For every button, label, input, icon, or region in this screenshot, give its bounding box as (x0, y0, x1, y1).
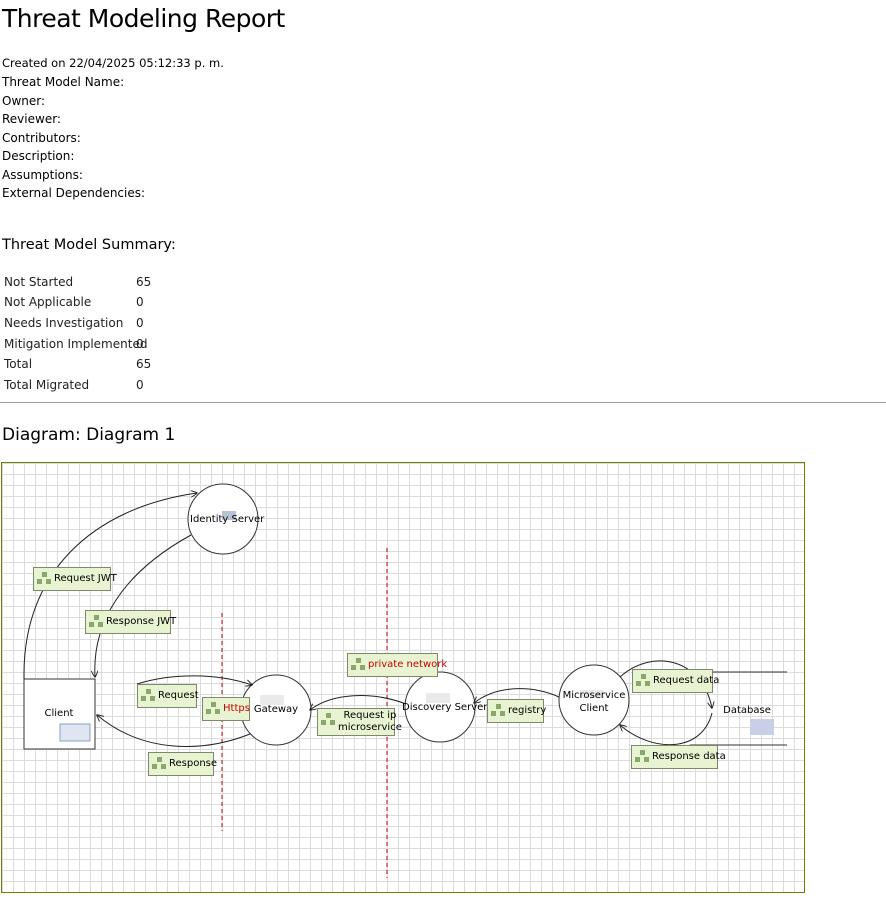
summary-label: Total Migrated (4, 378, 90, 392)
summary-value: 0 (136, 316, 144, 330)
summary-label: Not Applicable (4, 295, 92, 309)
database-label: Database (723, 705, 771, 716)
flow-label-line: microservice (338, 722, 402, 733)
summary-label: Not Started (4, 275, 74, 289)
summary-value: 65 (136, 357, 152, 371)
summary-value: 0 (136, 337, 144, 351)
meta-external-dependencies: External Dependencies: (2, 186, 146, 200)
meta-description: Description: (2, 149, 75, 163)
diagram-canvas[interactable]: Identity Server Client Gateway Discovery… (1, 462, 805, 893)
flow-label-response-jwt[interactable]: Response JWT (85, 610, 176, 634)
summary-value: 0 (136, 378, 144, 392)
meta-owner: Owner: (2, 94, 46, 108)
created-date: Created on 22/04/2025 05:12:33 p. m. (2, 56, 224, 70)
dataflow-icon (141, 689, 155, 701)
section-divider (0, 402, 886, 403)
flow-label-registry[interactable]: registry (487, 699, 547, 723)
dataflow-icon (321, 713, 335, 725)
flow-label-request-data[interactable]: Request data (632, 669, 719, 693)
flow-registry[interactable] (474, 688, 560, 703)
flow-request-ip-microservice[interactable] (310, 695, 407, 710)
flow-response-data[interactable] (620, 712, 713, 746)
flow-response-jwt[interactable] (95, 534, 192, 677)
summary-title: Threat Model Summary: (2, 237, 176, 253)
summary-label: Needs Investigation (4, 316, 124, 330)
flow-request-jwt[interactable] (23, 493, 197, 680)
summary-value: 65 (136, 275, 152, 289)
discovery-server-label: Discovery Server (402, 702, 488, 713)
process-icon (426, 693, 450, 703)
flow-label-response-data[interactable]: Response data (631, 745, 726, 769)
dataflow-icon (636, 674, 650, 686)
dataflow-icon (635, 750, 649, 762)
meta-assumptions: Assumptions: (2, 168, 83, 182)
boundary-icon (351, 658, 365, 670)
boundary-label-text: Https (223, 703, 250, 714)
dataflow-icon (89, 615, 103, 627)
flow-label-text: Request data (653, 675, 720, 686)
window-icon (59, 723, 91, 742)
report-title: Threat Modeling Report (2, 4, 285, 33)
flow-label-text: Response data (652, 751, 726, 762)
identity-server-label: Identity Server (190, 514, 265, 525)
flow-label-text: registry (508, 705, 547, 716)
boundary-label-text: private network (368, 659, 448, 670)
flow-label-text: Response JWT (106, 616, 177, 627)
flow-label-text: Request JWT (54, 573, 117, 584)
database-icon-body (750, 719, 774, 735)
flow-label-text: Response (169, 758, 218, 769)
meta-contributors: Contributors: (2, 131, 81, 145)
dataflow-icon (152, 757, 166, 769)
dataflow-icon (491, 704, 505, 716)
boundary-icon (206, 702, 220, 714)
client-label: Client (44, 708, 74, 719)
dataflow-icon (37, 572, 51, 584)
microservice-client-label-2: Client (579, 703, 609, 714)
summary-label: Total (4, 357, 33, 371)
summary-value: 0 (136, 295, 144, 309)
summary-label: Mitigation Implemented (4, 337, 148, 351)
meta-reviewer: Reviewer: (2, 112, 61, 126)
flow-label-request[interactable]: Request (137, 684, 199, 708)
flow-label-text: Request (158, 690, 199, 701)
flow-label-response[interactable]: Response (148, 752, 218, 776)
process-icon (580, 690, 604, 698)
microservice-client-label-1: Microservice (562, 690, 626, 701)
flow-response[interactable] (97, 715, 251, 747)
discovery-server-node[interactable] (404, 671, 476, 743)
flow-label-line: Request ip (343, 710, 397, 721)
microservice-client-node[interactable] (558, 664, 630, 736)
folder-icon (222, 511, 236, 520)
boundary-label-https[interactable]: Https (202, 697, 250, 721)
process-icon (260, 695, 284, 705)
flow-request[interactable] (136, 675, 252, 685)
diagram-title: Diagram: Diagram 1 (2, 425, 176, 445)
meta-threat-model-name: Threat Model Name: (2, 75, 125, 89)
boundary-label-private-network[interactable]: private network (347, 653, 447, 677)
flow-label-request-jwt[interactable]: Request JWT (33, 567, 117, 591)
gateway-label: Gateway (253, 704, 299, 715)
